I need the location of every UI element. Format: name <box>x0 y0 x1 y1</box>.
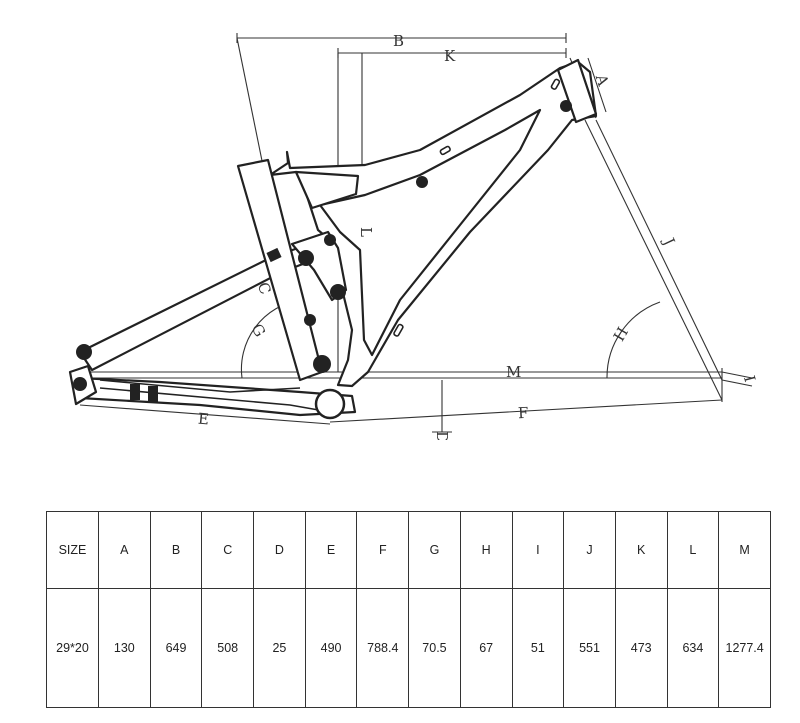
table-header-cell: B <box>149 511 203 589</box>
table-header-cell: E <box>304 511 358 589</box>
table-cell: 473 <box>614 588 668 708</box>
table-cell: 508 <box>201 588 255 708</box>
table-cell: 51 <box>511 588 565 708</box>
table-cell: 67 <box>459 588 513 708</box>
table-cell: 70.5 <box>408 588 461 708</box>
table-header-cell: M <box>718 511 771 589</box>
table-header-row: SIZE A B C D E F G H I J K L M <box>46 511 771 589</box>
label-b: B <box>393 32 404 50</box>
table-header-cell: I <box>511 511 565 589</box>
table-cell: 25 <box>253 588 306 708</box>
label-m: M <box>506 363 521 381</box>
table-header-cell: A <box>98 511 151 589</box>
table-header-cell: L <box>666 511 720 589</box>
table-cell: 1277.4 <box>718 588 771 708</box>
table-cell: 649 <box>149 588 203 708</box>
label-g: G <box>248 321 270 340</box>
label-a: A <box>592 71 613 88</box>
table-header-cell: D <box>253 511 306 589</box>
bike-frame <box>68 58 598 417</box>
label-d: D <box>433 431 451 440</box>
label-j: J <box>659 233 679 248</box>
table-cell: 788.4 <box>356 588 410 708</box>
table-cell: 130 <box>98 588 151 708</box>
table-header-cell: J <box>563 511 616 589</box>
table-cell: 490 <box>304 588 358 708</box>
label-i: I <box>740 374 759 384</box>
table-cell: 29*20 <box>46 588 99 708</box>
table-header-cell: G <box>408 511 461 589</box>
size-geometry-table: SIZE A B C D E F G H I J K L M 29*20 130… <box>46 511 771 708</box>
label-e: E <box>197 410 209 429</box>
label-l: L <box>357 227 375 237</box>
pivot-points <box>73 100 572 420</box>
label-h: H <box>610 324 632 344</box>
table-cell: 551 <box>563 588 616 708</box>
frame-geometry-diagram: B K A J L C G H M I F E D <box>68 32 759 440</box>
label-k: K <box>444 47 456 65</box>
table-header-cell: C <box>201 511 255 589</box>
table-header-cell: K <box>614 511 668 589</box>
table-header-cell: H <box>459 511 513 589</box>
table-header-cell: SIZE <box>46 511 99 589</box>
table-row: 29*20 130 649 508 25 490 788.4 70.5 67 5… <box>46 588 771 708</box>
table-cell: 634 <box>666 588 720 708</box>
table-header-cell: F <box>356 511 410 589</box>
label-f: F <box>517 404 528 423</box>
